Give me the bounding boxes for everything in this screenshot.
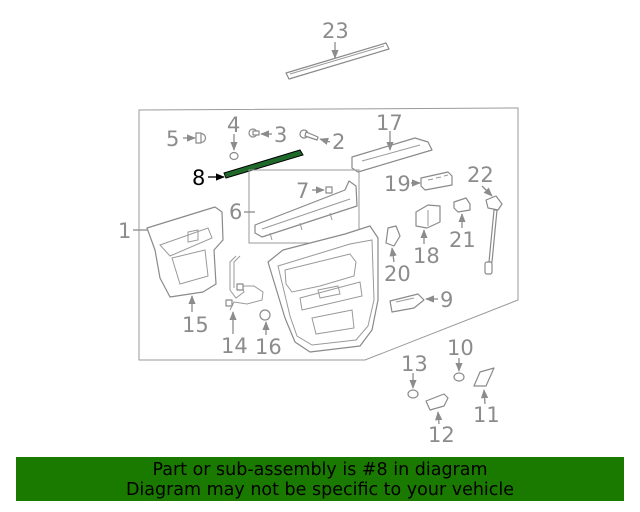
callout-6: 6	[229, 200, 242, 224]
part-4-clip	[229, 151, 239, 161]
callout-20: 20	[384, 262, 411, 286]
callout-19: 19	[384, 172, 411, 196]
callout-22: 22	[467, 163, 494, 187]
part-6-callout-box	[248, 169, 360, 244]
callout-17: 17	[376, 111, 403, 135]
callout-5: 5	[166, 127, 179, 151]
part-11-trim	[473, 367, 495, 387]
part-6-armrest-trim	[254, 180, 358, 241]
callout-7: 7	[296, 179, 309, 203]
part-13-clip	[407, 389, 419, 399]
callout-2: 2	[332, 130, 345, 154]
callout-14: 14	[221, 334, 248, 358]
part-12-trim	[425, 393, 449, 411]
callout-3: 3	[274, 123, 287, 147]
callout-15: 15	[182, 313, 209, 337]
part-14-wiring-harness	[225, 255, 264, 311]
part-20-bracket	[385, 225, 401, 247]
part-3-clip	[248, 128, 260, 138]
assembly-boundary	[138, 107, 519, 361]
callout-18: 18	[413, 244, 440, 268]
part-9-handle	[389, 293, 425, 313]
callout-10: 10	[447, 336, 474, 360]
door-trim-panel	[267, 225, 379, 353]
part-17-upper-trim	[351, 137, 433, 173]
part-19-switch	[420, 171, 453, 191]
callout-23: 23	[322, 19, 349, 43]
banner-line-1: Part or sub-assembly is #8 in diagram	[152, 460, 488, 480]
callout-13: 13	[401, 352, 428, 376]
part-10-clip	[453, 372, 465, 382]
part-18-bracket	[415, 204, 441, 229]
info-banner: Part or sub-assembly is #8 in diagram Di…	[16, 457, 624, 501]
callout-21: 21	[449, 228, 476, 252]
part-16-clip	[259, 309, 271, 321]
callout-4: 4	[227, 113, 240, 137]
callout-11: 11	[473, 403, 500, 427]
part-7-clip	[325, 186, 333, 194]
part-1-inner-panel	[146, 206, 224, 298]
callout-12: 12	[428, 423, 455, 447]
part-5-fastener	[195, 132, 207, 144]
callout-9: 9	[440, 288, 453, 312]
callout-16: 16	[255, 335, 282, 359]
banner-line-2: Diagram may not be specific to your vehi…	[125, 480, 515, 500]
part-2-screw	[299, 129, 319, 141]
part-22-rod	[484, 195, 503, 275]
callout-1: 1	[118, 219, 131, 243]
part-23-belt-molding	[285, 42, 390, 80]
part-21-clip	[453, 197, 471, 213]
callout-8-highlighted: 8	[192, 166, 205, 190]
part-8-highlighted-strip	[223, 149, 304, 179]
